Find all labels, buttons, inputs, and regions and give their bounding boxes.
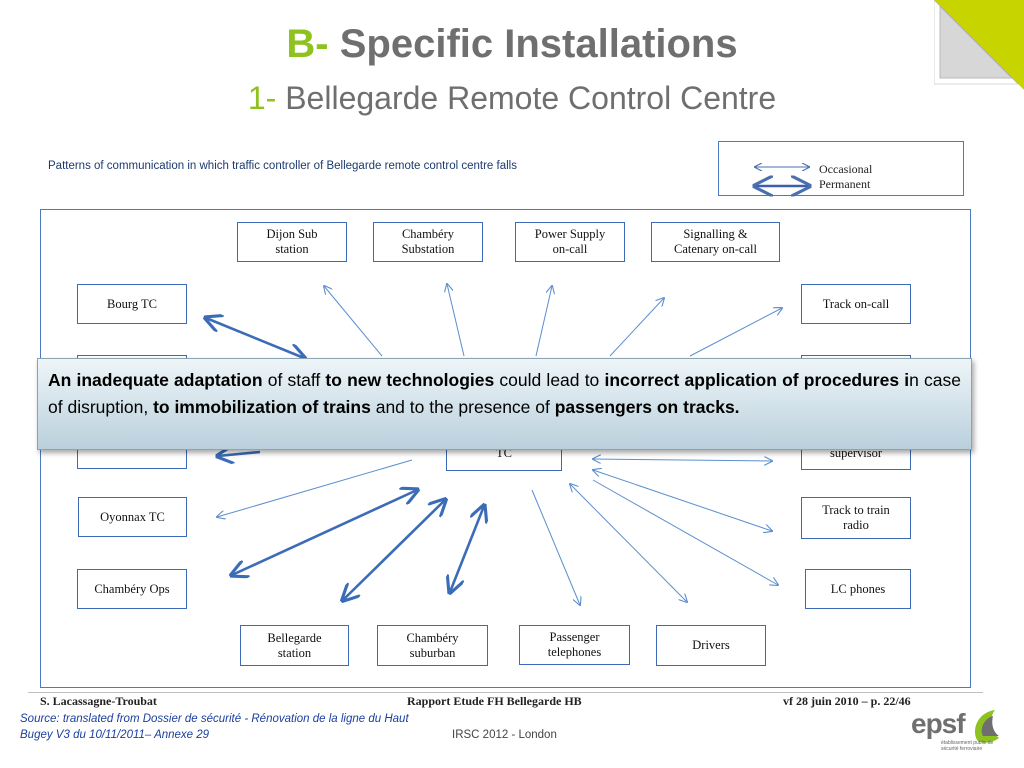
arrow-chambery-sub [447,284,465,357]
logo-word: epsf [911,708,966,739]
node-passenger-telephones: Passenger telephones [519,625,630,665]
title-main: Specific Installations [339,22,738,66]
logo-tagline: établissement public de sécurité ferrovi… [941,740,994,752]
page-curl-icon [934,0,1024,90]
arrow-track-radio [593,470,772,531]
subtitle-main: Bellegarde Remote Control Centre [285,80,777,116]
node-lc-phones: LC phones [805,569,911,609]
arrow-drivers [570,484,687,602]
node-track-oncall: Track on-call [801,284,911,324]
node-power-supply: Power Supply on-call [515,222,625,262]
arrow-power [535,286,552,357]
footer-rule [28,692,983,693]
callout-text-1: of staff [262,370,326,390]
legend-permanent-label: Permanent [819,177,871,191]
node-left-hidden-bottom [77,449,187,469]
node-center-tc: TC [446,446,562,471]
diagram-caption: Patterns of communication in which traff… [48,160,517,172]
callout-bold-5: passengers on tracks. [554,397,740,417]
callout-box: An inadequate adaptation of staff to new… [37,358,972,450]
node-drivers: Drivers [656,625,766,666]
legend-arrows [719,142,965,197]
diagram-footer-report: Rapport Etude FH Bellegarde HB [407,694,582,708]
event-label: IRSC 2012 - London [452,729,557,741]
node-track-to-train-radio: Track to train radio [801,497,911,539]
arrow-passenger [531,489,580,605]
callout-bold-2: to new technologies [325,370,495,390]
arrow-lc-phones [592,479,778,585]
arrow-bourg [206,318,304,358]
node-bourg-tc: Bourg TC [77,284,187,324]
node-dijon-substation: Dijon Sub station [237,222,347,262]
node-oyonnax-tc: Oyonnax TC [78,497,187,537]
page-curl-corner [934,0,1024,90]
epsf-logo: epsf établissement public de sécurité fe… [911,706,1006,752]
arrow-oyonnax [217,459,413,517]
arrow-signalling [609,298,664,357]
callout-text-4: and to the presence of [370,397,555,417]
node-bellegarde-station: Bellegarde station [240,625,349,666]
callout-bold-4: to immobilization of trains [153,397,371,417]
arrow-left-mid [218,452,261,456]
node-chambery-substation: Chambéry Substation [373,222,483,262]
node-chambery-ops: Chambéry Ops [77,569,187,609]
callout-text-3: n case of disruption, [48,370,961,417]
source-note: Source: translated from Dossier de sécur… [20,713,409,741]
logo-mark-icon [975,710,999,743]
arrow-chambery-suburban [450,506,484,592]
callout-bold-1: An inadequate adaptation [48,370,263,390]
node-chambery-suburban: Chambéry suburban [377,625,488,666]
arrow-supervisor [593,459,772,461]
callout-text-2: could lead to [494,370,605,390]
diagram-footer-version: vf 28 juin 2010 – p. 22/46 [783,694,911,708]
callout-bold-3: incorrect application of procedures i [604,370,910,390]
arrow-track-oncall [689,308,782,357]
diagram-footer-author: S. Lacassagne-Troubat [40,694,157,708]
title-prefix: B- [286,22,329,66]
slide-subtitle: 1- Bellegarde Remote Control Centre [0,80,1024,117]
arrow-bellegarde [343,500,445,600]
arrow-dijon [324,286,383,357]
legend-occasional-label: Occasional [819,162,873,176]
slide-title: B- Specific Installations [0,22,1024,67]
subtitle-prefix: 1- [247,80,277,116]
arrow-chambery-ops [232,490,417,575]
node-signalling-catenary: Signalling & Catenary on-call [651,222,780,262]
legend: Occasional Permanent [718,141,964,196]
